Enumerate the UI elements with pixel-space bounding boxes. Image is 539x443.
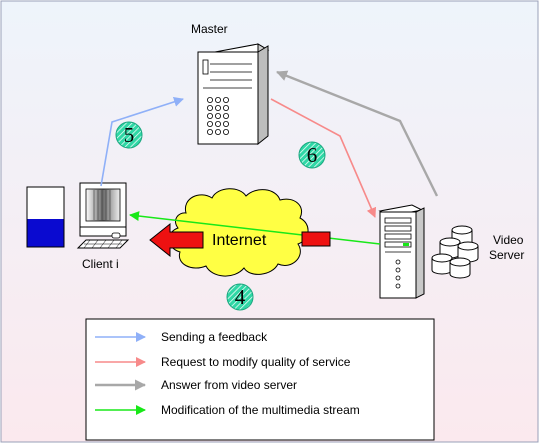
server-answer-arrow [276, 70, 439, 197]
legend-label-answer: Answer from video server [161, 378, 297, 392]
internet-label: Internet [212, 232, 267, 249]
master-server-icon [197, 43, 270, 146]
step-6-badge: 6 [298, 141, 326, 169]
step-5-number: 5 [124, 123, 135, 147]
client-label: Client i [82, 257, 119, 271]
video-server-label-line2: Server [489, 248, 524, 262]
step-4-badge: 4 [226, 283, 254, 311]
video-server-label-line1: Video [493, 233, 524, 247]
step-4-number: 4 [235, 285, 246, 309]
step-5-badge: 5 [115, 121, 143, 149]
master-label: Master [191, 22, 228, 36]
client-computer-icon [76, 182, 130, 249]
stream-arrow [129, 211, 381, 245]
legend-label-stream: Modification of the multimedia stream [161, 403, 360, 417]
feedback-arrow [100, 97, 184, 187]
internet-cloud [168, 188, 309, 277]
legend-label-feedback: Sending a feedback [161, 330, 268, 344]
qos-request-arrow [270, 98, 377, 218]
step-6-number: 6 [307, 143, 318, 167]
big-red-arrow [149, 222, 331, 258]
video-server-icon [378, 204, 425, 299]
client-buffer [26, 186, 65, 248]
legend-label-qos: Request to modify quality of service [161, 355, 351, 369]
disk-storage-icon [431, 225, 479, 279]
legend: Sending a feedback Request to modify qua… [85, 318, 435, 441]
